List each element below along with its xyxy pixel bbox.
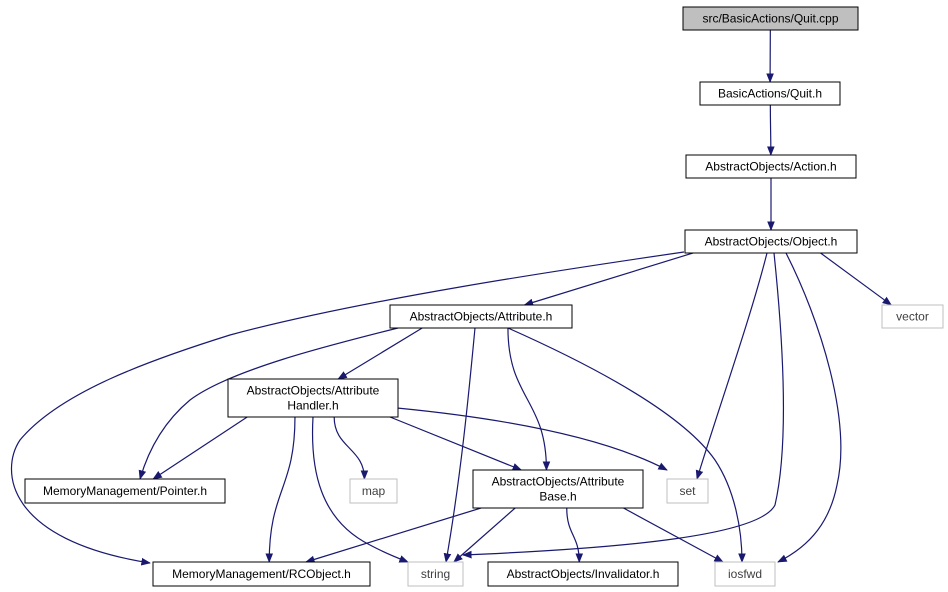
node-action-h[interactable]: AbstractObjects/Action.h (685, 154, 857, 179)
node-box (472, 469, 644, 509)
node-box (487, 561, 679, 587)
node-label: AbstractObjects/Action.h (705, 160, 836, 174)
node-label: AbstractObjects/Attribute (247, 384, 380, 398)
node-box (682, 6, 859, 31)
node-attribute-h[interactable]: AbstractObjects/Attribute.h (389, 304, 573, 329)
node-box (666, 478, 709, 504)
node-label: AbstractObjects/Invalidator.h (507, 567, 660, 581)
edge-attr-base-h-to-string (453, 507, 516, 563)
node-box (881, 304, 944, 329)
edge-object-h-to-iosfwd (777, 252, 842, 563)
node-label: AbstractObjects/Attribute (492, 475, 625, 489)
node-label: map (362, 484, 386, 498)
node-invalidator-h[interactable]: AbstractObjects/Invalidator.h (487, 561, 679, 587)
edge-attr-base-h-to-iosfwd (623, 507, 724, 563)
node-iosfwd[interactable]: iosfwd (714, 561, 776, 587)
node-quit-h[interactable]: BasicActions/Quit.h (699, 81, 841, 106)
nodes-layer: src/BasicActions/Quit.cppBasicActions/Qu… (24, 6, 944, 587)
node-box (714, 561, 776, 587)
node-rcobject-h[interactable]: MemoryManagement/RCObject.h (152, 561, 371, 587)
edge-attr-handler-h-to-set (396, 407, 668, 471)
node-label: vector (896, 310, 929, 324)
node-box (349, 478, 398, 504)
node-box (699, 81, 841, 106)
edge-object-h-to-set (695, 252, 768, 480)
node-label: string (421, 567, 450, 581)
node-string[interactable]: string (407, 561, 464, 587)
edge-attr-base-h-to-invalidator-h (566, 507, 584, 563)
node-set[interactable]: set (666, 478, 709, 504)
node-label: set (679, 484, 696, 498)
edge-attribute-h-to-string (443, 327, 476, 563)
edge-attribute-h-to-attr-handler-h (337, 327, 423, 380)
node-quit-cpp[interactable]: src/BasicActions/Quit.cpp (682, 6, 859, 31)
node-label: MemoryManagement/RCObject.h (172, 567, 351, 581)
node-box (684, 229, 858, 254)
edge-object-h-to-rcobject-h (10, 251, 685, 566)
node-label: Base.h (539, 490, 576, 504)
node-label: MemoryManagement/Pointer.h (43, 484, 207, 498)
edge-object-h-to-string (462, 252, 785, 559)
node-box (152, 561, 371, 587)
edge-object-h-to-attribute-h (523, 252, 694, 307)
edge-attr-handler-h-to-rcobject-h (265, 416, 296, 563)
node-label: src/BasicActions/Quit.cpp (702, 12, 838, 26)
node-label: iosfwd (728, 567, 762, 581)
node-map[interactable]: map (349, 478, 398, 504)
edge-attr-handler-h-to-map (333, 416, 369, 480)
node-label: BasicActions/Quit.h (718, 87, 822, 101)
node-pointer-h[interactable]: MemoryManagement/Pointer.h (24, 478, 226, 504)
edge-attr-handler-h-to-pointer-h (152, 416, 248, 480)
node-label: Handler.h (287, 399, 338, 413)
edge-attribute-h-to-pointer-h (138, 327, 399, 480)
node-box (407, 561, 464, 587)
node-box (227, 378, 399, 418)
node-object-h[interactable]: AbstractObjects/Object.h (684, 229, 858, 254)
node-label: AbstractObjects/Attribute.h (410, 310, 553, 324)
edge-attr-base-h-to-rcobject-h (305, 507, 482, 564)
edge-attr-handler-h-to-string (311, 416, 409, 563)
node-box (389, 304, 573, 329)
node-box (685, 154, 857, 179)
edge-attr-handler-h-to-attr-base-h (389, 416, 523, 471)
edge-attribute-h-to-iosfwd (507, 327, 746, 563)
edges-layer (10, 29, 893, 566)
node-box (24, 478, 226, 504)
edge-object-h-to-vector (820, 252, 893, 306)
edge-quit-h-to-action-h (767, 104, 775, 156)
node-vector[interactable]: vector (881, 304, 944, 329)
edge-attribute-h-to-attr-base-h (507, 327, 551, 471)
node-label: AbstractObjects/Object.h (705, 235, 838, 249)
